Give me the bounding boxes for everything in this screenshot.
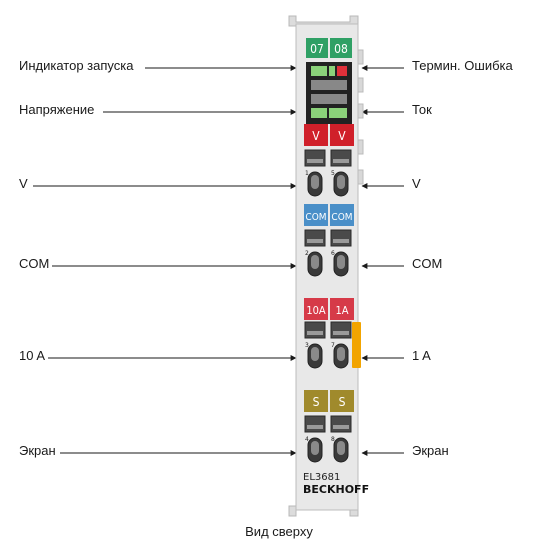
terminal-contact-3: 3 <box>304 321 326 369</box>
terminal-contact-7: 7 <box>330 321 352 369</box>
terminal-number: 7 <box>331 342 335 349</box>
label-shield-left: Экран <box>19 443 56 458</box>
led-error <box>337 66 347 76</box>
leader-lines-left <box>33 65 297 456</box>
model-number: EL3681 <box>303 472 340 483</box>
terminal-number: 8 <box>331 436 335 443</box>
orange-tab <box>352 322 361 368</box>
terminal-number: 1 <box>305 170 309 177</box>
com-badges: COM COM <box>304 204 354 226</box>
badge-s-right: S <box>339 395 346 409</box>
terminal-contact-5: 5 <box>330 149 352 197</box>
terminal-number: 4 <box>305 436 309 443</box>
terminal-contact-8: 8 <box>330 415 352 463</box>
led-number-plates: 07 08 <box>306 38 352 58</box>
brand-logo: BECKHOFF <box>303 483 369 496</box>
led-number-08: 08 <box>334 42 348 56</box>
label-current: Ток <box>412 102 432 117</box>
label-v-left: V <box>19 176 28 191</box>
led-run <box>311 66 327 76</box>
terminal-contact-4: 4 <box>304 415 326 463</box>
label-start-indicator: Индикатор запуска <box>19 58 134 73</box>
caption-top-view: Вид сверху <box>245 524 313 539</box>
led-number-07: 07 <box>310 42 324 56</box>
badge-com-left: COM <box>305 212 326 223</box>
terminal-contact-2: 2 <box>304 229 326 277</box>
badge-s-left: S <box>313 395 320 409</box>
terminal-contact-6: 6 <box>330 229 352 277</box>
terminal-contacts: 1 5 2 6 3 7 4 8 <box>304 149 352 463</box>
current-badges: 10A 1A <box>304 298 354 320</box>
led-block <box>306 62 352 124</box>
label-1a: 1 A <box>412 348 431 363</box>
terminal-number: 2 <box>305 250 309 257</box>
badge-v-left: V <box>312 129 320 143</box>
led-current <box>329 108 347 118</box>
leader-lines-right <box>361 65 404 456</box>
label-com-right: COM <box>412 256 443 271</box>
badge-1a: 1A <box>335 304 348 317</box>
label-term-error: Термин. Ошибка <box>412 58 513 73</box>
badge-10a: 10A <box>306 304 326 317</box>
terminal-contact-1: 1 <box>304 149 326 197</box>
badge-v-right: V <box>338 129 346 143</box>
label-shield-right: Экран <box>412 443 449 458</box>
label-com-left: COM <box>19 256 50 271</box>
badge-com-right: COM <box>331 212 352 223</box>
led-voltage <box>311 108 327 118</box>
shield-badges: S S <box>304 390 354 412</box>
label-voltage: Напряжение <box>19 102 95 117</box>
terminal-number: 5 <box>331 170 335 177</box>
terminal-number: 3 <box>305 342 309 349</box>
label-10a: 10 A <box>19 348 46 363</box>
v-badges: V V <box>304 124 354 146</box>
label-v-right: V <box>412 176 421 191</box>
terminal-number: 6 <box>331 250 335 257</box>
